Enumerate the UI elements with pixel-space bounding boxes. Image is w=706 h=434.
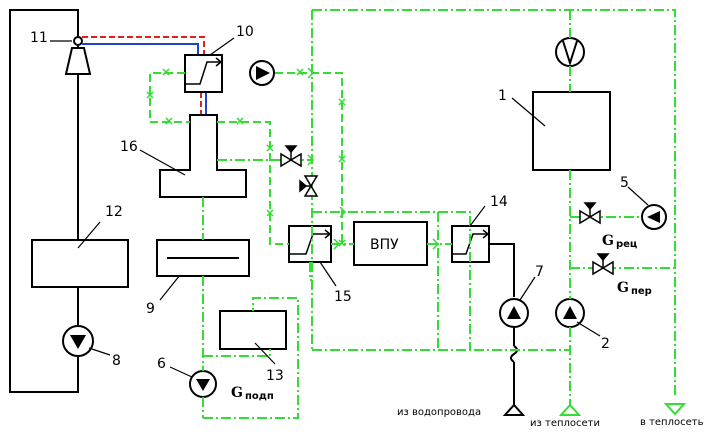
label-13: 13 xyxy=(266,368,284,384)
label-10: 10 xyxy=(236,24,254,40)
water-main-inlet-icon xyxy=(502,403,526,416)
element-1-box xyxy=(532,91,611,171)
condensate-x-marks xyxy=(146,68,346,247)
element-9-heater xyxy=(156,239,250,277)
label-16: 16 xyxy=(120,139,138,155)
consumer-v-symbol xyxy=(555,37,585,67)
to-network-label: в теплосеть xyxy=(640,417,704,428)
leader-lines xyxy=(50,37,649,378)
flow-arrows xyxy=(307,67,440,250)
valves-near-16 xyxy=(280,145,319,197)
label-7: 7 xyxy=(535,264,544,280)
element-6-pump xyxy=(189,370,217,398)
label-14: 14 xyxy=(490,194,508,210)
label-2: 2 xyxy=(601,336,610,352)
element-13-box xyxy=(219,310,287,350)
element-11-ejector xyxy=(64,36,92,75)
label-6: 6 xyxy=(157,356,166,372)
element-7-pump xyxy=(499,298,529,328)
element-16-deaerator xyxy=(159,114,247,198)
hot-cold-pipes xyxy=(82,36,207,115)
label-9: 9 xyxy=(146,301,155,317)
from-network-label: из теплосети xyxy=(530,418,600,429)
to-network-outlet-icon xyxy=(663,403,687,416)
label-5: 5 xyxy=(620,175,629,191)
label-8: 8 xyxy=(112,353,121,369)
boiler-loop xyxy=(9,9,79,393)
vpu-unit xyxy=(353,221,428,266)
label-15: 15 xyxy=(334,289,352,305)
element-5-pump xyxy=(641,204,667,230)
vpu-label: ВПУ xyxy=(370,237,399,253)
condensate-lines xyxy=(149,72,343,245)
water-main-line xyxy=(489,243,518,405)
label-11: 11 xyxy=(30,30,48,46)
element-10-heat-exchanger xyxy=(184,54,223,93)
element-15-heat-exchanger xyxy=(288,225,332,263)
valve-g-rec xyxy=(579,202,601,225)
label-12: 12 xyxy=(105,204,123,220)
element-8-pump xyxy=(62,325,94,357)
label-1: 1 xyxy=(498,88,507,104)
element-12-box xyxy=(31,239,129,288)
from-network-inlet-icon xyxy=(558,403,582,416)
water-main-label: из водопровода xyxy=(397,407,481,418)
element-2-pump xyxy=(555,298,585,328)
valve-g-per xyxy=(592,253,614,276)
pump-after-10 xyxy=(249,60,275,86)
